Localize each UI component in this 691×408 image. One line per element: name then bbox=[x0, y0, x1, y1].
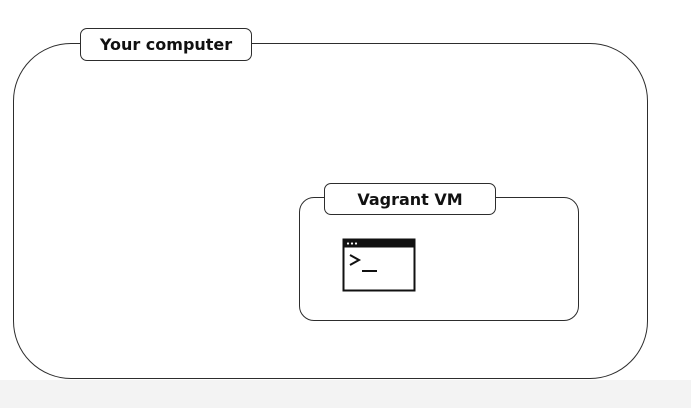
vagrant-vm-label: Vagrant VM bbox=[324, 183, 496, 215]
bottom-band bbox=[0, 380, 691, 408]
your-computer-label: Your computer bbox=[80, 28, 252, 61]
terminal-window-icon bbox=[342, 238, 416, 292]
vagrant-vm-container bbox=[299, 197, 579, 321]
